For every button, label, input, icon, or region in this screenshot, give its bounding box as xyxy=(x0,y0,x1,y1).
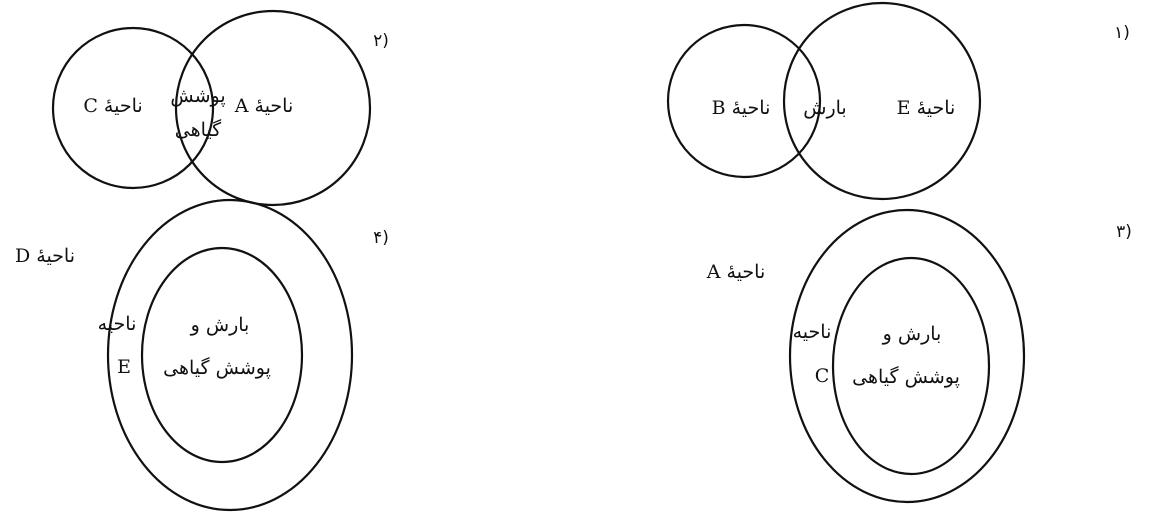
option-2-label-right: ناحیهٔ A xyxy=(234,95,294,117)
option-1-circle-right xyxy=(782,1,982,201)
option-3-inner-ellipse xyxy=(831,256,991,476)
option-4-label-inner-line1: بارش و xyxy=(190,314,250,336)
option-1-circle-left xyxy=(666,23,822,179)
option-1-label-left: ناحیهٔ B xyxy=(712,97,771,119)
option-4-label-ring-line2: E xyxy=(117,356,131,378)
option-2-number: ۲) xyxy=(373,31,389,51)
option-4-label-inner-line2: پوشش گیاهی xyxy=(163,356,271,379)
option-3-label-ring-line1: ناحیه xyxy=(793,321,832,343)
option-1-number: ۱) xyxy=(1114,23,1130,43)
option-3-outer-ellipse xyxy=(788,208,1026,504)
option-2-label-middle-line2: گیاهی xyxy=(175,118,222,141)
option-4-label-outer: ناحیهٔ D xyxy=(15,245,75,267)
option-3-label-inner-line2: پوشش گیاهی xyxy=(852,365,960,388)
option-4-outer-ellipse xyxy=(106,198,354,512)
option-3-number: ۳) xyxy=(1116,222,1132,242)
option-1-label-right: ناحیهٔ E xyxy=(897,97,956,119)
option-4-inner-ellipse xyxy=(140,246,304,464)
option-4-label-ring-line1: ناحیه xyxy=(98,313,137,335)
option-3-diagram: ۳) ناحیهٔ A ناحیه C بارش و پوشش گیاهی xyxy=(706,208,1132,504)
option-2-circle-left xyxy=(51,26,215,190)
option-2-diagram: ۲) ناحیهٔ C پوشش گیاهی ناحیهٔ A xyxy=(51,9,389,207)
option-3-label-ring-line2: C xyxy=(815,365,830,387)
option-2-label-left: ناحیهٔ C xyxy=(83,95,142,117)
option-1-label-middle: بارش xyxy=(803,97,846,119)
option-4-diagram: ۴) ناحیهٔ D ناحیه E بارش و پوشش گیاهی xyxy=(15,198,389,512)
option-4-number: ۴) xyxy=(373,228,389,248)
option-1-diagram: ۱) ناحیهٔ B بارش ناحیهٔ E xyxy=(666,1,1130,201)
option-2-label-middle-line1: پوشش xyxy=(170,85,225,107)
option-2-circle-right xyxy=(174,9,372,207)
option-3-label-inner-line1: بارش و xyxy=(882,323,942,345)
option-3-label-outer: ناحیهٔ A xyxy=(706,261,766,283)
